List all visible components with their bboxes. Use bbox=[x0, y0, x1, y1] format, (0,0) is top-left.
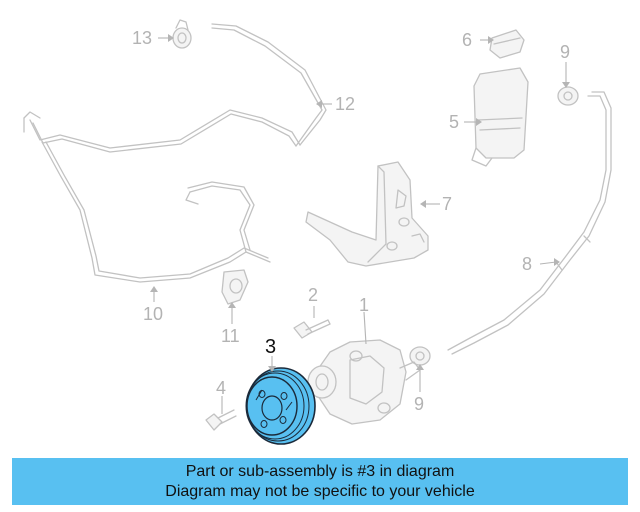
callout-4: 4 bbox=[216, 378, 226, 398]
return-hose-10 bbox=[41, 141, 271, 283]
callout-9-lower: 9 bbox=[414, 394, 424, 414]
part-info-banner: Part or sub-assembly is #3 in diagram Di… bbox=[12, 458, 628, 505]
pulley-hub bbox=[261, 395, 283, 421]
callout-9-upper: 9 bbox=[560, 42, 570, 62]
callout-10: 10 bbox=[143, 304, 163, 324]
hose-clamp-13 bbox=[172, 19, 192, 49]
power-steering-pump-1 bbox=[307, 339, 421, 425]
callout-2: 2 bbox=[308, 285, 318, 305]
callout-6: 6 bbox=[462, 30, 472, 50]
pulley-hole-4 bbox=[279, 416, 287, 424]
pulley-spoke-2 bbox=[285, 401, 293, 411]
leader-lines bbox=[150, 34, 570, 414]
pulley-hole-3 bbox=[260, 420, 268, 428]
reservoir-5 bbox=[471, 67, 529, 167]
banner-line-2: Diagram may not be specific to your vehi… bbox=[165, 482, 475, 500]
callout-12: 12 bbox=[335, 94, 355, 114]
callout-8: 8 bbox=[522, 254, 532, 274]
pulley-3[interactable] bbox=[245, 367, 316, 445]
suction-hose-8 bbox=[447, 91, 612, 355]
pulley-spoke-1 bbox=[255, 389, 263, 401]
callout-7: 7 bbox=[442, 194, 452, 214]
bolt-2 bbox=[293, 319, 331, 339]
reservoir-cap-6 bbox=[489, 29, 525, 59]
pulley-groove-2 bbox=[245, 372, 305, 440]
callout-5: 5 bbox=[449, 112, 459, 132]
bolt-4 bbox=[205, 409, 237, 431]
banner-line-1: Part or sub-assembly is #3 in diagram bbox=[185, 462, 455, 480]
callout-labels: 1 2 3 4 5 6 7 8 9 9 10 11 12 13 bbox=[132, 28, 570, 414]
callout-1: 1 bbox=[359, 295, 369, 315]
pulley-hole-2 bbox=[280, 392, 288, 400]
callout-13: 13 bbox=[132, 28, 152, 48]
callout-11: 11 bbox=[221, 326, 240, 346]
hose-clamp-9-upper bbox=[557, 86, 579, 106]
callout-3[interactable]: 3 bbox=[265, 336, 276, 358]
bracket-11 bbox=[221, 269, 249, 305]
mounting-bracket-7 bbox=[305, 161, 429, 267]
pressure-hose-12 bbox=[23, 23, 327, 153]
